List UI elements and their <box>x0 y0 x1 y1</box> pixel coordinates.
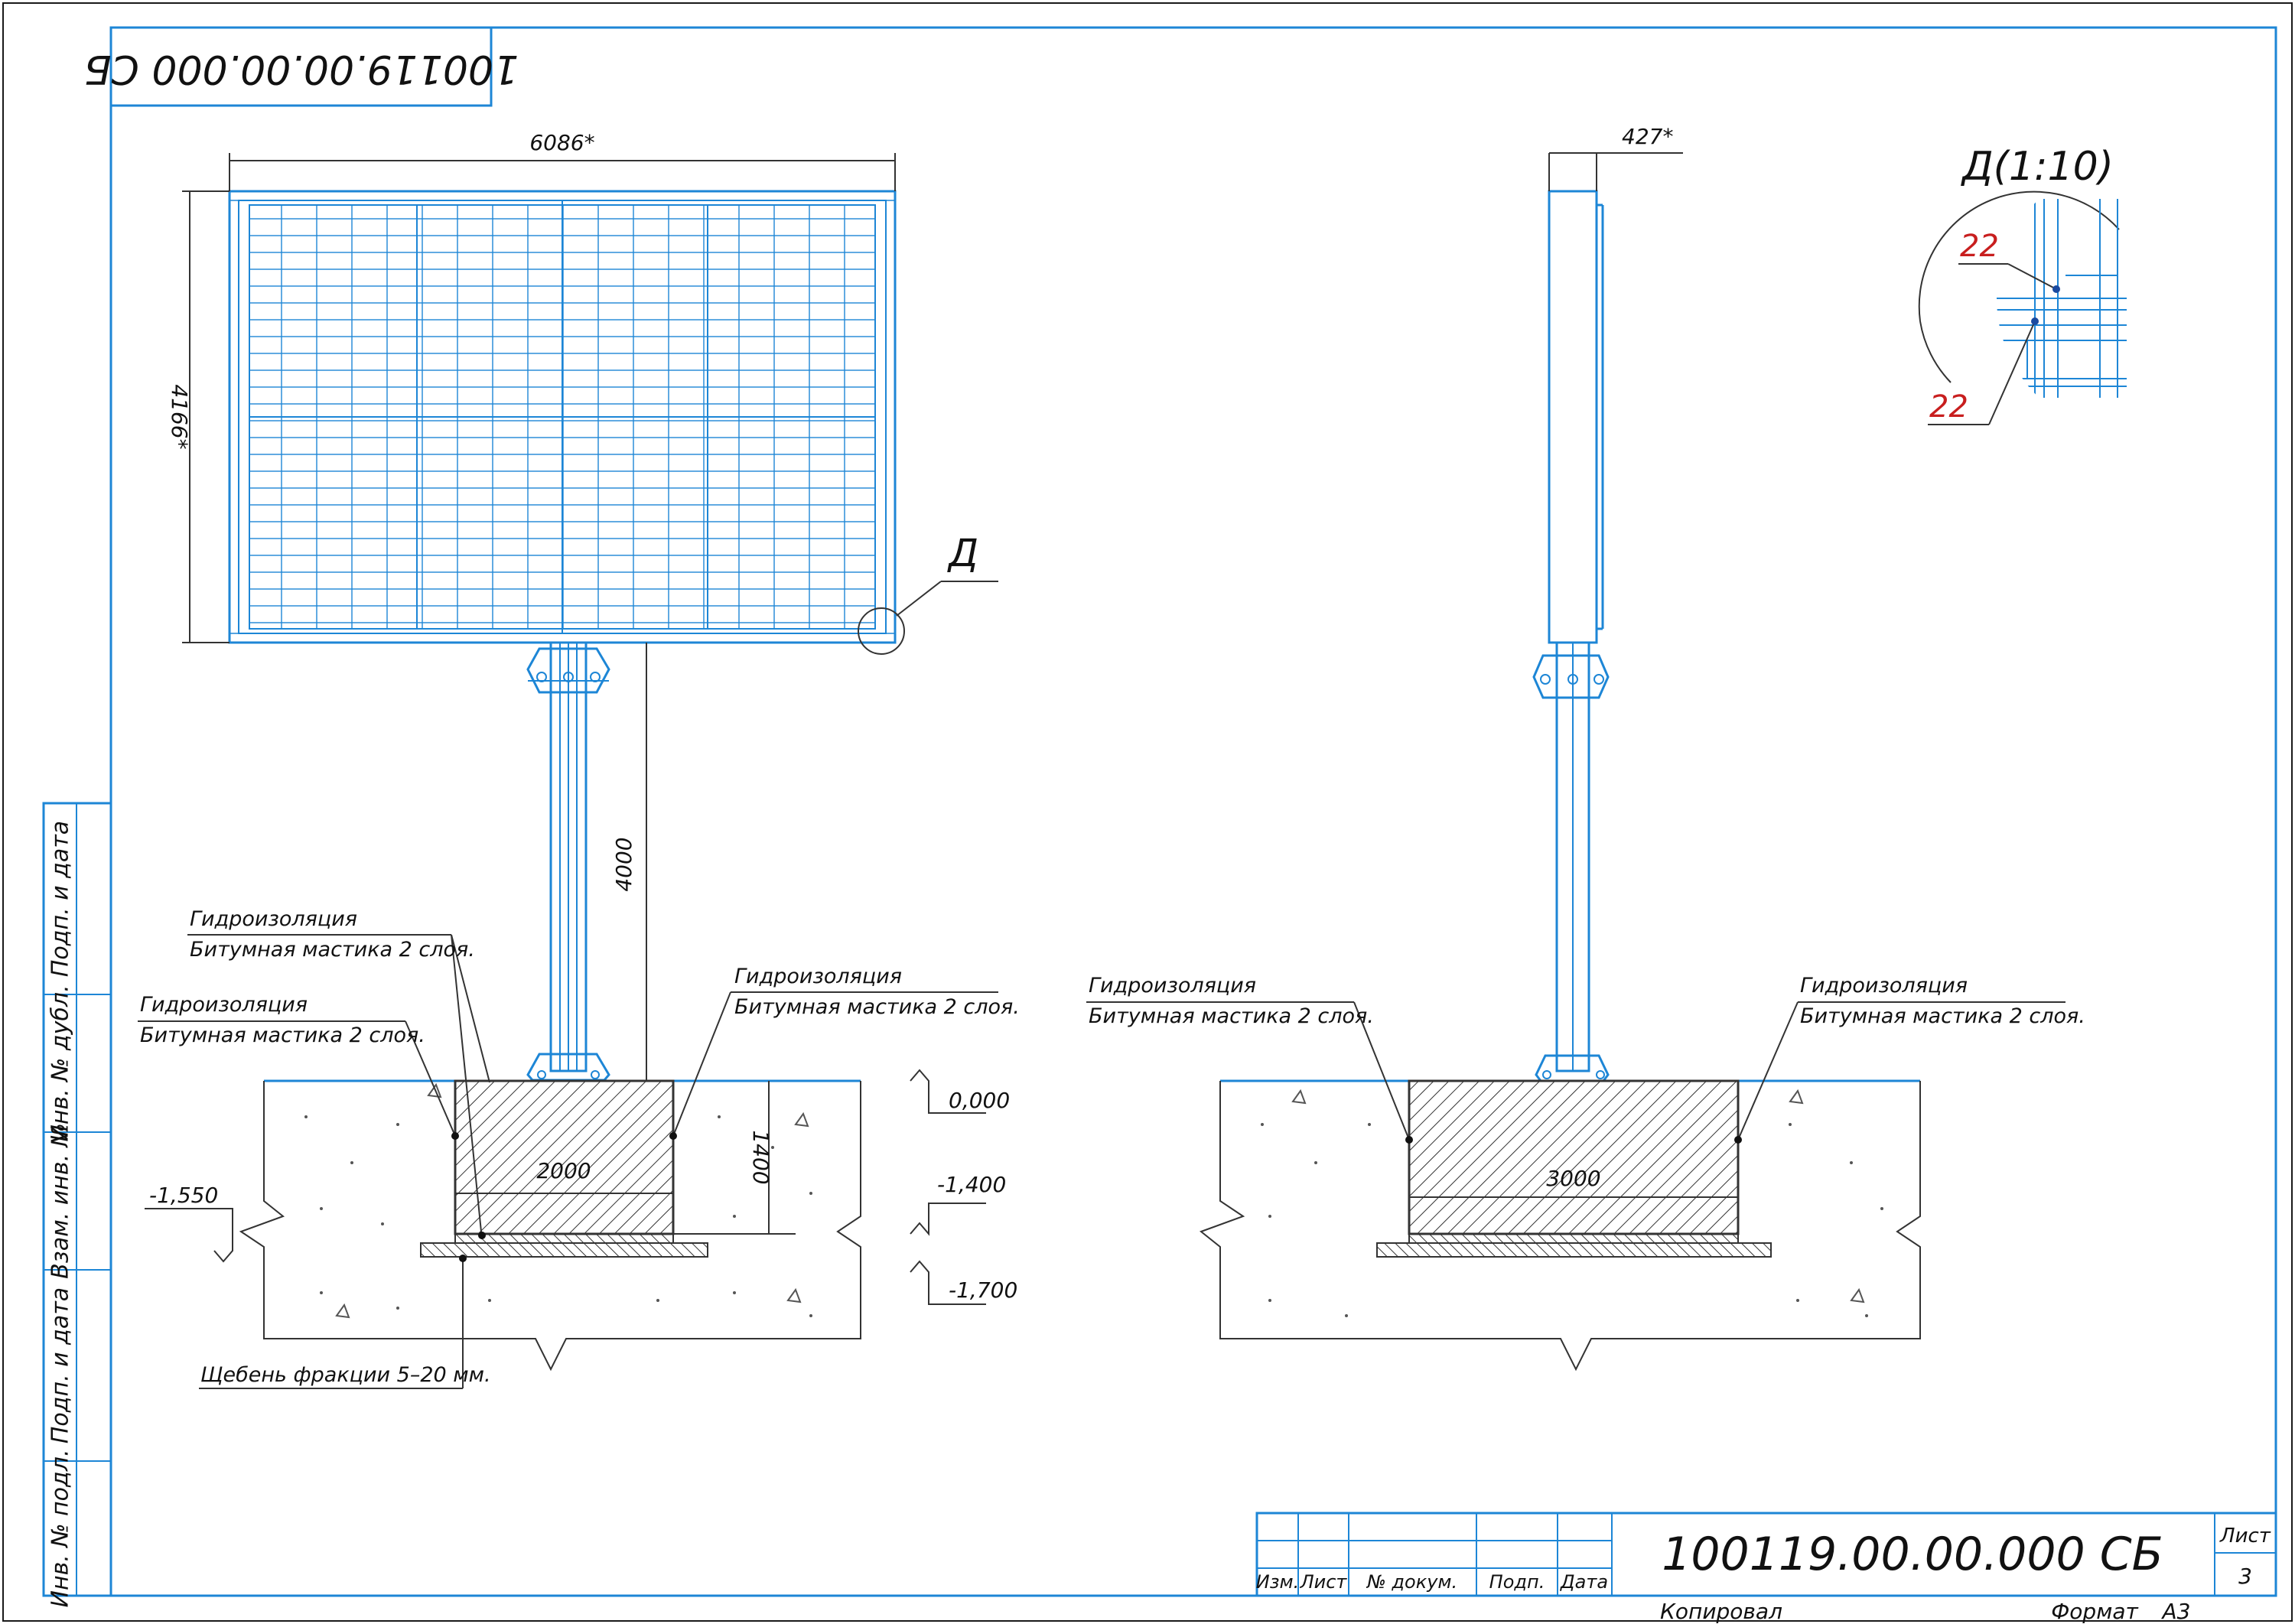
side-dimensions <box>1409 152 1738 1198</box>
stamp-inv-dubl: Инв. № дубл. <box>47 984 74 1141</box>
side-waterproof-note-1: Битумная мастика 2 слоя. <box>1089 1004 1374 1028</box>
leader-dots <box>451 1132 677 1262</box>
waterproof-label-1: Гидроизоляция <box>190 907 357 931</box>
detail-title: Д(1:10) <box>1961 144 2114 190</box>
tb-izm: Изм. <box>1256 1571 1299 1593</box>
tb-list: Лист <box>1300 1571 1348 1593</box>
level-left: -1,550 <box>149 1183 218 1208</box>
side-leaders <box>1086 1001 2066 1141</box>
rotated-drawing-number: 100119.00.00.000 СБ <box>84 46 519 92</box>
support-post <box>526 641 610 1082</box>
side-waterproof-label-1: Гидроизоляция <box>1089 974 1256 998</box>
side-foundation-dim: 3000 <box>1546 1166 1600 1191</box>
tb-format-label: Формат <box>2051 1599 2138 1624</box>
waterproof-note-2: Битумная мастика 2 слоя. <box>140 1024 425 1047</box>
side-view: 427* 3000 Гидроизоляция Битумная мастика… <box>1086 124 2085 1372</box>
level-top: 0,000 <box>949 1088 1010 1113</box>
dim-width: 6086* <box>529 130 594 155</box>
detail-view: Д(1:10) 22 22 <box>1918 144 2127 425</box>
tb-drawing-number: 100119.00.00.000 СБ <box>1662 1528 2163 1581</box>
side-stamp: Подп. и дата Инв. № дубл. Взам. инв. № П… <box>42 802 112 1608</box>
tb-n-dokum: № докум. <box>1366 1571 1457 1593</box>
side-foundation <box>1199 1079 1921 1372</box>
rotated-number-box: 100119.00.00.000 СБ <box>84 26 519 107</box>
side-panel <box>1548 190 1604 644</box>
stamp-inv-podl: Инв. № подл. <box>47 1450 74 1608</box>
waterproof-label-2: Гидроизоляция <box>140 993 308 1017</box>
stamp-vzam-inv: Взам. инв. № <box>47 1123 74 1279</box>
front-leaders <box>138 934 998 1389</box>
side-waterproof-label-2: Гидроизоляция <box>1800 974 1968 998</box>
side-waterproof-note-2: Битумная мастика 2 слоя. <box>1800 1004 2085 1028</box>
tb-format-value: А3 <box>2161 1599 2191 1624</box>
dim-foundation-width: 2000 <box>536 1158 591 1183</box>
detail-weld-2: 22 <box>1929 389 1968 425</box>
dim-height: 4166* <box>167 384 192 449</box>
gravel-note: Щебень фракции 5–20 мм. <box>200 1363 491 1387</box>
tb-data: Дата <box>1560 1571 1608 1593</box>
detail-marker <box>858 581 998 655</box>
front-dimensions <box>182 153 896 1235</box>
stamp-podp-data-1: Подп. и дата <box>47 821 74 977</box>
dim-foundation-depth: 1400 <box>748 1130 773 1184</box>
level-mid: -1,400 <box>937 1172 1006 1197</box>
tb-kopiroval: Копировал <box>1660 1599 1782 1624</box>
tb-list-number: 3 <box>2238 1564 2252 1589</box>
title-block: Изм. Лист № докум. Подп. Дата 100119.00.… <box>1255 1512 2277 1624</box>
level-bottom: -1,700 <box>949 1277 1017 1303</box>
detail-marker-label: Д <box>947 531 978 575</box>
waterproof-label-3: Гидроизоляция <box>734 965 902 988</box>
dim-post-height: 4000 <box>611 837 636 891</box>
front-foundation <box>239 1079 861 1372</box>
waterproof-note-3: Битумная мастика 2 слоя. <box>734 995 1020 1019</box>
level-marks <box>145 1069 986 1305</box>
detail-weld-1: 22 <box>1960 229 1999 264</box>
tb-podp: Подп. <box>1489 1571 1545 1593</box>
stamp-podp-data-2: Подп. и дата <box>47 1287 74 1443</box>
side-depth-dim: 427* <box>1622 124 1673 149</box>
front-view: 6086* 4166* 4000 2000 1400 0,000 -1,400 … <box>138 130 1020 1389</box>
waterproof-note-1: Битумная мастика 2 слоя. <box>190 938 475 962</box>
side-post <box>1532 641 1610 1082</box>
billboard-panel <box>228 190 897 644</box>
tb-list-header: Лист <box>2219 1525 2271 1548</box>
